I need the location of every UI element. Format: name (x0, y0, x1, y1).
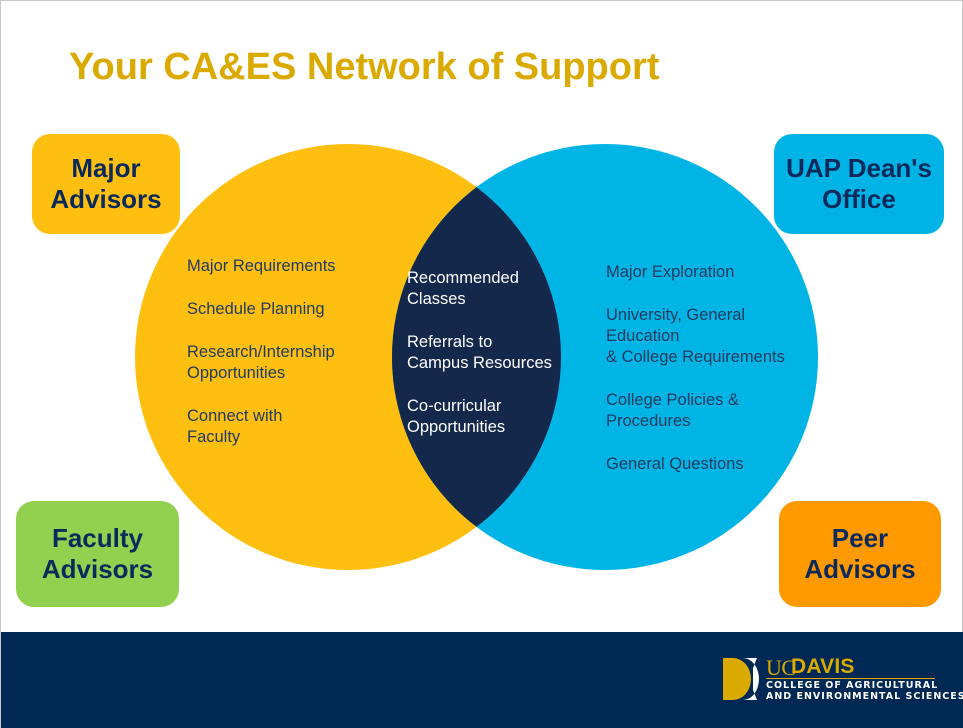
major-advisors-label-line1: Major (71, 153, 141, 183)
list-item: Research/Internship Opportunities (187, 343, 335, 382)
list-item: Major Requirements (187, 257, 336, 275)
list-item: Major Exploration (606, 263, 735, 281)
uap-deans-office-label-line2: Office (822, 184, 896, 214)
shared-services-list: Recommended Classes Referrals to Campus … (407, 268, 587, 460)
faculty-advisors-box: Faculty Advisors (16, 501, 179, 607)
uap-deans-office-label-line1: UAP Dean's (786, 153, 932, 183)
slide-title: Your CA&ES Network of Support (69, 46, 660, 88)
venn-overlap (392, 144, 561, 570)
logo-college-line1: COLLEGE OF AGRICULTURAL (766, 680, 939, 691)
logo-uc-text: UC (766, 655, 796, 680)
major-advisors-label-line2: Advisors (50, 184, 162, 214)
list-item: University, General Education & College … (606, 306, 785, 366)
footer-band (1, 632, 963, 728)
list-item: Connect with Faculty (187, 407, 283, 446)
faculty-advisors-label-line1: Faculty (51, 523, 143, 553)
major-advisors-list: Major Requirements Schedule Planning Res… (187, 256, 367, 470)
list-item: Recommended Classes (407, 269, 519, 308)
list-item: College Policies & Procedures (606, 391, 739, 430)
list-item: Co-curricular Opportunities (407, 397, 506, 436)
list-item: Referrals to Campus Resources (407, 333, 552, 372)
major-advisors-box: Major Advisors (32, 134, 180, 234)
list-item: General Questions (606, 455, 744, 473)
faculty-advisors-label-line2: Advisors (41, 554, 154, 584)
list-item: Schedule Planning (187, 300, 325, 318)
peer-advisors-label-line1: Peer (831, 523, 889, 553)
peer-advisors-box: Peer Advisors (779, 501, 941, 607)
uc-davis-caes-logo: UC DAVIS COLLEGE OF AGRICULTURAL AND ENV… (723, 655, 963, 702)
uc-davis-d-mark-icon (723, 658, 759, 700)
logo-divider (766, 678, 935, 679)
logo-college-line2: AND ENVIRONMENTAL SCIENCES (766, 691, 963, 702)
deans-office-list: Major Exploration University, General Ed… (606, 262, 816, 497)
logo-davis-text: DAVIS (791, 655, 855, 678)
peer-advisors-label-line2: Advisors (804, 554, 916, 584)
uap-deans-office-box: UAP Dean's Office (774, 134, 944, 234)
